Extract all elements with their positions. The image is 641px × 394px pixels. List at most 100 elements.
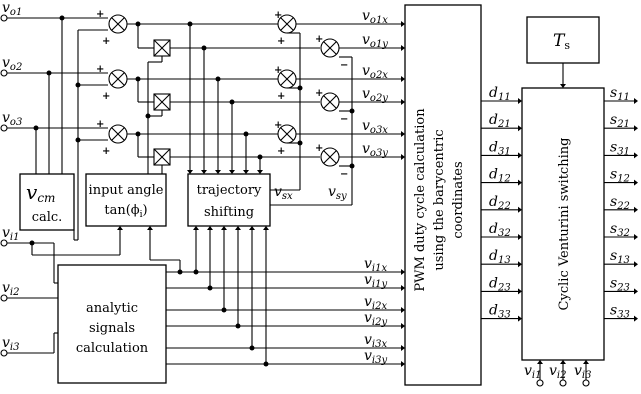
switch-arrow (634, 288, 638, 295)
vo2y-label: vo2y (362, 86, 388, 104)
duty-arrow (518, 206, 522, 213)
duty-arrow (518, 234, 522, 240)
duty-label-12: d12 (489, 167, 511, 185)
pwm-line3: coordinates (451, 161, 466, 238)
vo2x-label: vo2x (362, 63, 388, 81)
trajectory-line1: trajectory (197, 183, 262, 198)
switch-arrow (634, 234, 638, 240)
switch-lines: s11 s21 s31 s12 s22 s32 s13 s23 s33 (604, 85, 638, 322)
sum-r6-sign: + (315, 143, 323, 154)
sum-r2-sign: + (315, 34, 323, 45)
switch-label-11: s11 (610, 85, 630, 103)
switch-arrow (634, 315, 638, 322)
vi3x-label: vi3x (364, 332, 387, 350)
sum-r1-sign: + (274, 10, 282, 21)
vo3x-label: vo3x (362, 118, 388, 136)
switch-arrow (634, 125, 638, 132)
vcm-calc-block (19, 173, 75, 231)
sum-left2-sign-b: + (102, 91, 110, 102)
trajectory-line2: shifting (204, 205, 254, 220)
switch-label-32: s32 (610, 221, 630, 239)
sum-r4-sign-b: − (340, 114, 348, 125)
sum-r4-sign: + (315, 88, 323, 99)
sum-r1-sign-b: + (277, 36, 285, 47)
switch-arrow (634, 261, 638, 268)
switch-label-22: s22 (610, 194, 630, 212)
sum-r3-sign: + (274, 65, 282, 76)
vo3-label: vo3 (2, 110, 22, 128)
switch-label-13: s13 (610, 248, 630, 266)
analytic-line2: signals (89, 321, 135, 336)
sum-r5-sign: + (274, 120, 282, 131)
ts-label: Ts (553, 31, 570, 52)
duty-label-31: d31 (489, 139, 511, 157)
switch-arrow (634, 206, 638, 213)
bottom-vi2-label: vi2 (549, 363, 566, 381)
bottom-vi3-label: vi3 (574, 363, 591, 381)
vsy-label: vsy (328, 184, 347, 202)
pwm-line2: using the barycentric (432, 129, 447, 270)
vi3-label: vi3 (2, 335, 19, 353)
trajectory-shifting-block (187, 173, 271, 227)
duty-label-21: d21 (489, 112, 511, 130)
duty-label-22: d22 (489, 194, 511, 212)
vi3y-label: vi3y (364, 348, 387, 366)
vi2x-label: vi2x (364, 294, 387, 312)
duty-arrow (518, 179, 522, 186)
pwm-line1: PWM duty cycle calculation (413, 108, 428, 292)
analytic-line3: calculation (76, 341, 149, 356)
sum-left3-sign-a: + (96, 119, 104, 130)
analytic-signals-block (57, 264, 167, 384)
vi1y-label: vi1y (364, 272, 387, 290)
duty-arrow (518, 98, 522, 104)
switch-arrow (634, 98, 638, 104)
sum-r6-sign-b: − (340, 169, 348, 180)
vi1x-label: vi1x (364, 256, 387, 274)
vi1-label: vi1 (2, 225, 19, 243)
sum-r5-sign-b: + (277, 146, 285, 157)
switch-arrow (634, 179, 638, 186)
switch-label-31: s31 (610, 139, 630, 157)
pwm-duty-cycle-block (404, 4, 482, 386)
vo1x-label: vo1x (362, 8, 388, 26)
input-angle-block (85, 173, 167, 227)
switch-label-21: s21 (610, 112, 630, 130)
sum-left3-sign-b: + (102, 146, 110, 157)
duty-label-23: d23 (489, 275, 511, 293)
duty-label-11: d11 (489, 85, 511, 103)
switch-label-23: s23 (610, 275, 630, 293)
sum-r2-sign-b: − (340, 60, 348, 71)
bottom-vi1-label: vi1 (524, 363, 541, 381)
vcm-block-calc-label: calc. (32, 210, 63, 225)
sum-left1-sign-b: + (102, 36, 110, 47)
vo1y-label: vo1y (362, 32, 388, 50)
duty-arrow (518, 152, 522, 159)
vi2y-label: vi2y (364, 310, 387, 328)
sum-left2-sign-a: + (96, 64, 104, 75)
vo3y-label: vo3y (362, 141, 388, 159)
duty-label-33: d33 (489, 303, 511, 321)
sum-r3-sign-b: + (277, 91, 285, 102)
input-angle-line1: input angle (89, 183, 164, 198)
vo1-label: vo1 (2, 0, 22, 18)
duty-arrow (518, 288, 522, 295)
duty-label-13: d13 (489, 248, 511, 266)
switch-arrow (634, 152, 638, 159)
analytic-line1: analytic (86, 301, 138, 316)
venturini-label: Cyclic Venturini switching (557, 138, 572, 311)
duty-lines: d11 d21 d31 d12 d22 d32 d13 d23 d33 (481, 85, 522, 322)
vi2-label: vi2 (2, 280, 19, 298)
vcm-block-label: vcm (26, 180, 55, 205)
switch-label-12: s12 (610, 167, 630, 185)
vsx-label: vsx (274, 184, 293, 202)
duty-arrow (518, 261, 522, 268)
ts-block (526, 16, 600, 64)
switch-label-33: s33 (610, 303, 630, 321)
duty-label-32: d32 (489, 221, 511, 239)
input-angle-line2: tan(ϕi) (104, 203, 147, 220)
sum-left1-sign-a: + (96, 9, 104, 20)
vo2-label: vo2 (2, 55, 22, 73)
duty-arrow (518, 315, 522, 322)
duty-arrow (518, 125, 522, 132)
